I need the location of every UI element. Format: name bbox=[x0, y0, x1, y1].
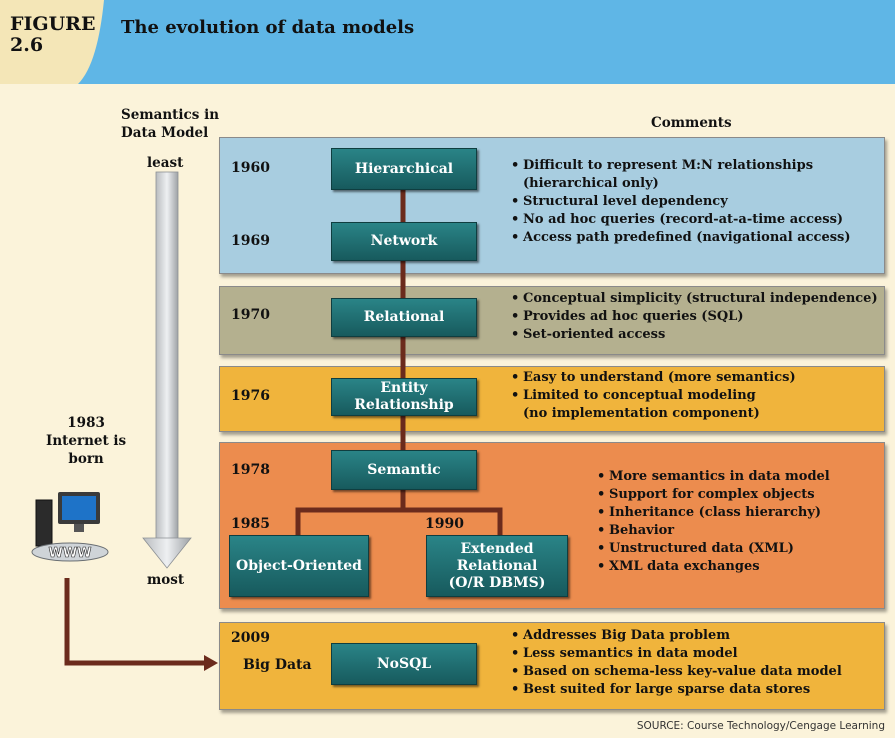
comment-item: XML data exchanges bbox=[597, 558, 830, 576]
year-1990: 1990 bbox=[425, 516, 464, 532]
model-extended-relational-line1: Extended Relational bbox=[456, 540, 538, 574]
internet-arrow bbox=[64, 578, 218, 671]
comment-item: Best suited for large sparse data stores bbox=[511, 681, 842, 699]
axis-least-label: least bbox=[147, 155, 184, 171]
comments-heading: Comments bbox=[651, 115, 732, 131]
semantics-heading-line2: Data Model bbox=[121, 125, 209, 141]
figure-header bbox=[0, 0, 895, 84]
comment-item: Access path predefined (navigational acc… bbox=[511, 229, 851, 247]
figure-number: 2.6 bbox=[10, 34, 44, 56]
model-network: Network bbox=[331, 222, 477, 261]
comment-item: Provides ad hoc queries (SQL) bbox=[511, 308, 878, 326]
comment-item: Structural level dependency bbox=[511, 193, 851, 211]
model-nosql: NoSQL bbox=[331, 643, 477, 685]
internet-line3: born bbox=[68, 451, 104, 467]
figure-label-word: FIGURE bbox=[10, 13, 96, 35]
year-2009: 2009 bbox=[231, 630, 270, 646]
comment-item: Set-oriented access bbox=[511, 326, 878, 344]
comments-relational: Conceptual simplicity (structural indepe… bbox=[511, 290, 878, 344]
year-1985: 1985 bbox=[231, 516, 270, 532]
comment-item: More semantics in data model bbox=[597, 468, 830, 486]
model-extended-relational: Extended Relational (O/R DBMS) bbox=[426, 535, 568, 597]
figure-title: The evolution of data models bbox=[121, 17, 415, 38]
model-hierarchical: Hierarchical bbox=[331, 148, 477, 190]
comment-item: Support for complex objects bbox=[597, 486, 830, 504]
model-extended-relational-line2: (O/R DBMS) bbox=[448, 574, 546, 591]
comment-item: Less semantics in data model bbox=[511, 645, 842, 663]
comment-item: Difficult to represent M:N relationships bbox=[511, 157, 851, 175]
internet-year: 1983 bbox=[67, 415, 105, 431]
comments-nosql: Addresses Big Data problem Less semantic… bbox=[511, 627, 842, 699]
year-1960: 1960 bbox=[231, 160, 270, 176]
comment-item: Unstructured data (XML) bbox=[597, 540, 830, 558]
semantics-heading: Semantics in Data Model bbox=[121, 106, 219, 142]
era-label-big-data: Big Data bbox=[243, 657, 312, 673]
axis-most-label: most bbox=[147, 572, 185, 588]
internet-line2: Internet is bbox=[46, 433, 127, 449]
www-label: WWW bbox=[48, 546, 91, 561]
semantics-arrow bbox=[142, 171, 192, 569]
year-1976: 1976 bbox=[231, 388, 270, 404]
year-1969: 1969 bbox=[231, 233, 270, 249]
model-connectors bbox=[295, 190, 503, 535]
model-relational: Relational bbox=[331, 298, 477, 337]
comment-item: Inheritance (class hierarchy) bbox=[597, 504, 830, 522]
year-1970: 1970 bbox=[231, 307, 270, 323]
comments-entity-relationship: Easy to understand (more semantics) Limi… bbox=[511, 369, 796, 423]
comment-item-continuation: (no implementation component) bbox=[523, 406, 760, 421]
comment-item: Addresses Big Data problem bbox=[511, 627, 842, 645]
model-semantic: Semantic bbox=[331, 450, 477, 490]
model-object-oriented: Object-Oriented bbox=[229, 535, 369, 597]
comments-hierarchical-network: Difficult to represent M:N relationships… bbox=[511, 157, 851, 247]
source-credit: SOURCE: Course Technology/Cengage Learni… bbox=[636, 720, 885, 732]
comment-item-continuation: (hierarchical only) bbox=[523, 176, 659, 191]
comment-item: Behavior bbox=[597, 522, 830, 540]
internet-label: 1983 Internet is born bbox=[46, 414, 126, 468]
year-1978: 1978 bbox=[231, 462, 270, 478]
model-entity-relationship: Entity Relationship bbox=[331, 378, 477, 416]
computer-www-icon: WWW bbox=[31, 492, 109, 562]
comment-item: Limited to conceptual modeling bbox=[511, 387, 796, 405]
semantics-heading-line1: Semantics in bbox=[121, 107, 220, 123]
figure-label: FIGURE 2.6 bbox=[10, 14, 95, 56]
comments-semantic: More semantics in data model Support for… bbox=[597, 468, 830, 576]
comment-item: Based on schema-less key-value data mode… bbox=[511, 663, 842, 681]
comment-item: Easy to understand (more semantics) bbox=[511, 369, 796, 387]
comment-item: No ad hoc queries (record-at-a-time acce… bbox=[511, 211, 851, 229]
comment-item: Conceptual simplicity (structural indepe… bbox=[511, 290, 878, 308]
